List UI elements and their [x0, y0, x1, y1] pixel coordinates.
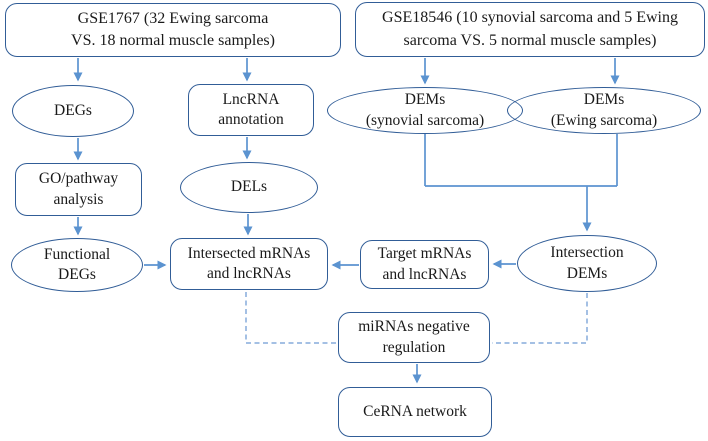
- node-mirnas-regulation-label: miRNAs negative regulation: [358, 318, 470, 356]
- node-gse18546-label: GSE18546 (10 synovial sarcoma and 5 Ewin…: [382, 9, 678, 49]
- edge-intersected-mirnas-dashed: [245, 292, 336, 344]
- node-dems-synovial-label: DEMs (synovial sarcoma): [365, 91, 485, 129]
- node-cerna-network: CeRNA network: [338, 387, 492, 437]
- node-target-mrnas-label: Target mRNAs and lncRNAs: [377, 245, 472, 283]
- node-dems-synovial: DEMs (synovial sarcoma): [327, 87, 523, 134]
- node-intersection-dems: Intersection DEMs: [517, 235, 657, 292]
- node-target-mrnas: Target mRNAs and lncRNAs: [360, 240, 489, 289]
- node-degs-label: DEGs: [54, 101, 92, 119]
- node-degs: DEGs: [12, 85, 134, 137]
- node-mirnas-regulation: miRNAs negative regulation: [338, 312, 490, 363]
- node-gse18546: GSE18546 (10 synovial sarcoma and 5 Ewin…: [355, 2, 705, 57]
- node-functional-degs-label: Functional DEGs: [43, 245, 111, 283]
- node-lncrna-annotation: LncRNA annotation: [188, 84, 314, 136]
- edge-intersectiondems-mirnas-dashed: [492, 293, 588, 344]
- node-gse1767: GSE1767 (32 Ewing sarcoma VS. 18 normal …: [5, 3, 341, 57]
- node-cerna-network-label: CeRNA network: [363, 402, 467, 420]
- node-go-pathway-label: GO/pathway analysis: [38, 170, 119, 208]
- node-intersected-mrnas-label: Intersected mRNAs and lncRNAs: [187, 244, 311, 282]
- node-intersection-dems-label: Intersection DEMs: [550, 244, 624, 282]
- node-intersected-mrnas: Intersected mRNAs and lncRNAs: [170, 238, 328, 290]
- node-dels-label: DELs: [230, 178, 268, 196]
- node-lncrna-annotation-label: LncRNA annotation: [218, 90, 284, 128]
- node-functional-degs: Functional DEGs: [11, 238, 143, 292]
- node-dems-ewing-label: DEMs (Ewing sarcoma): [550, 91, 658, 129]
- node-dems-ewing: DEMs (Ewing sarcoma): [507, 87, 701, 134]
- node-gse1767-label: GSE1767 (32 Ewing sarcoma VS. 18 normal …: [71, 9, 275, 49]
- node-go-pathway: GO/pathway analysis: [15, 163, 142, 216]
- node-dels: DELs: [180, 162, 318, 213]
